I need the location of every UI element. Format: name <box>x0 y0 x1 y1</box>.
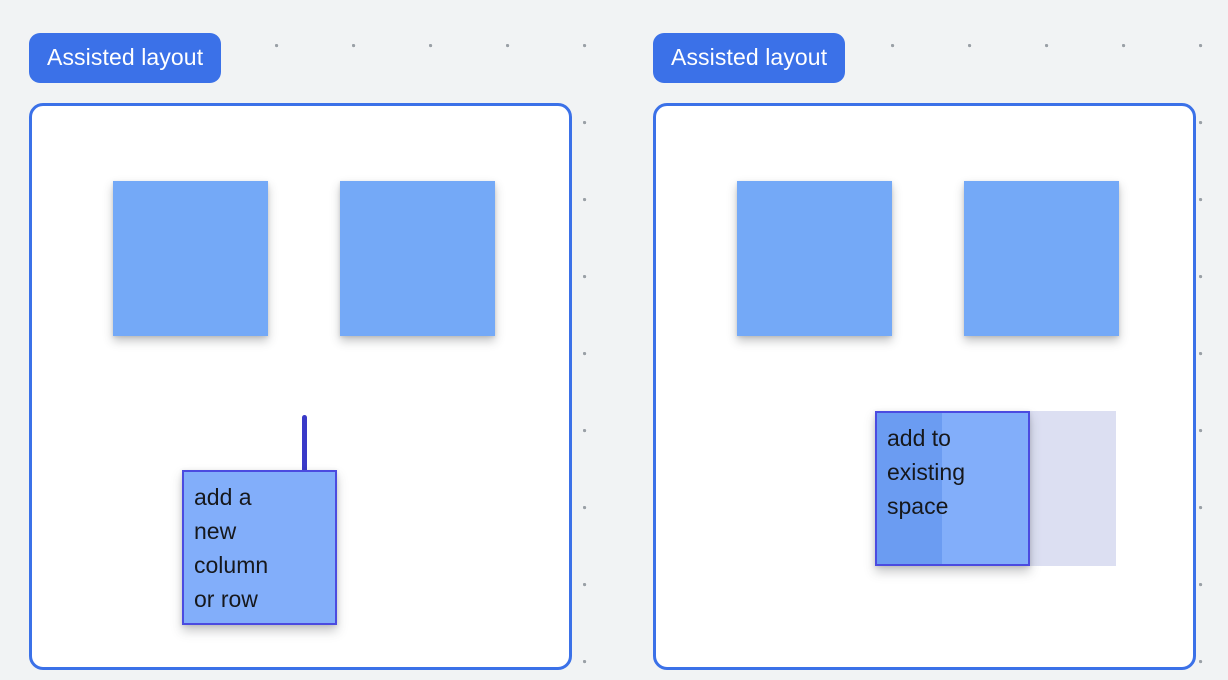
panel-badge-left[interactable]: Assisted layout <box>29 33 222 83</box>
dragged-card-existing-space[interactable]: add to existing space <box>875 411 1030 566</box>
panel-group-left: Assisted layout add a new column or row <box>29 33 572 670</box>
dragged-card-label: add to existing space <box>887 425 965 519</box>
content-tile-left-2[interactable] <box>340 181 495 336</box>
panel-group-right: Assisted layout add to existing space <box>653 33 1196 670</box>
dragged-card-label: add a new column or row <box>194 484 269 612</box>
drop-overlap-shade <box>877 413 942 564</box>
content-tile-right-2[interactable] <box>964 181 1119 336</box>
dragged-card-new-track[interactable]: add a new column or row <box>182 470 337 625</box>
content-tile-right-1[interactable] <box>737 181 892 336</box>
content-tile-left-1[interactable] <box>113 181 268 336</box>
layout-frame-left[interactable]: add a new column or row <box>29 103 572 670</box>
panel-badge-right[interactable]: Assisted layout <box>653 33 846 83</box>
layout-frame-right[interactable]: add to existing space <box>653 103 1196 670</box>
